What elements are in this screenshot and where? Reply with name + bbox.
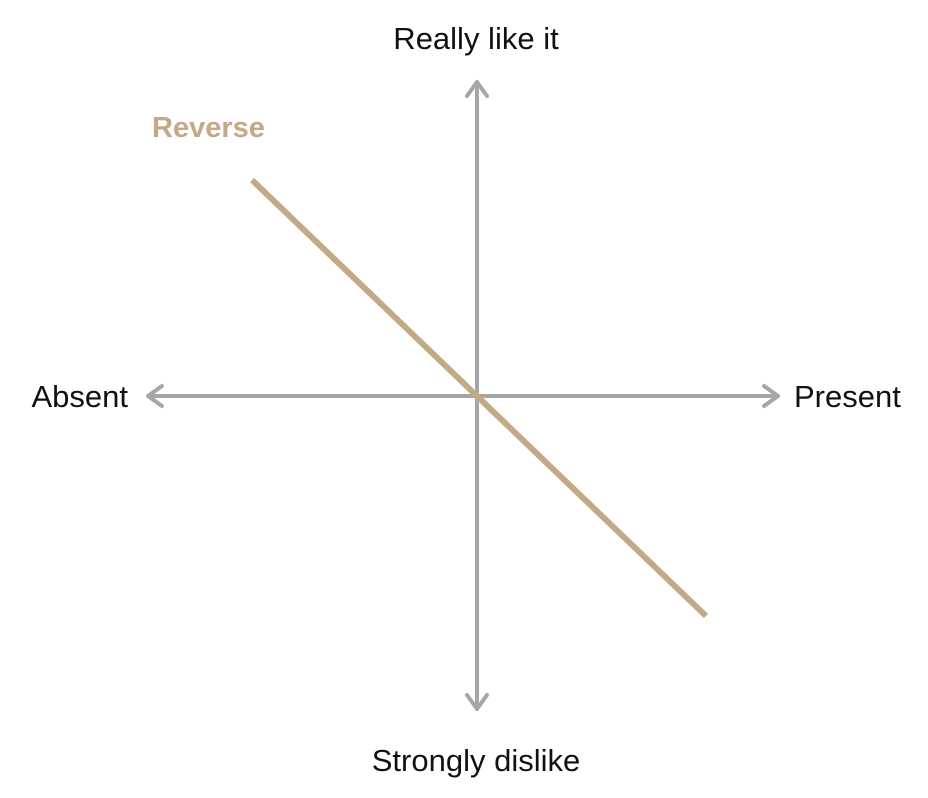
left-arrowhead [146, 384, 164, 408]
bottom-axis-label: Strongly dislike [371, 743, 581, 778]
reverse-curve-label: Reverse [152, 112, 265, 144]
bottom-arrowhead [465, 693, 489, 711]
reverse-curve [249, 177, 709, 619]
left-axis-label: Absent [31, 379, 128, 414]
top-axis-label: Really like it [393, 21, 559, 56]
top-arrowhead [465, 80, 489, 98]
horizontal-axis [146, 384, 780, 408]
right-axis-label: Present [794, 379, 901, 414]
right-arrowhead [762, 384, 780, 408]
